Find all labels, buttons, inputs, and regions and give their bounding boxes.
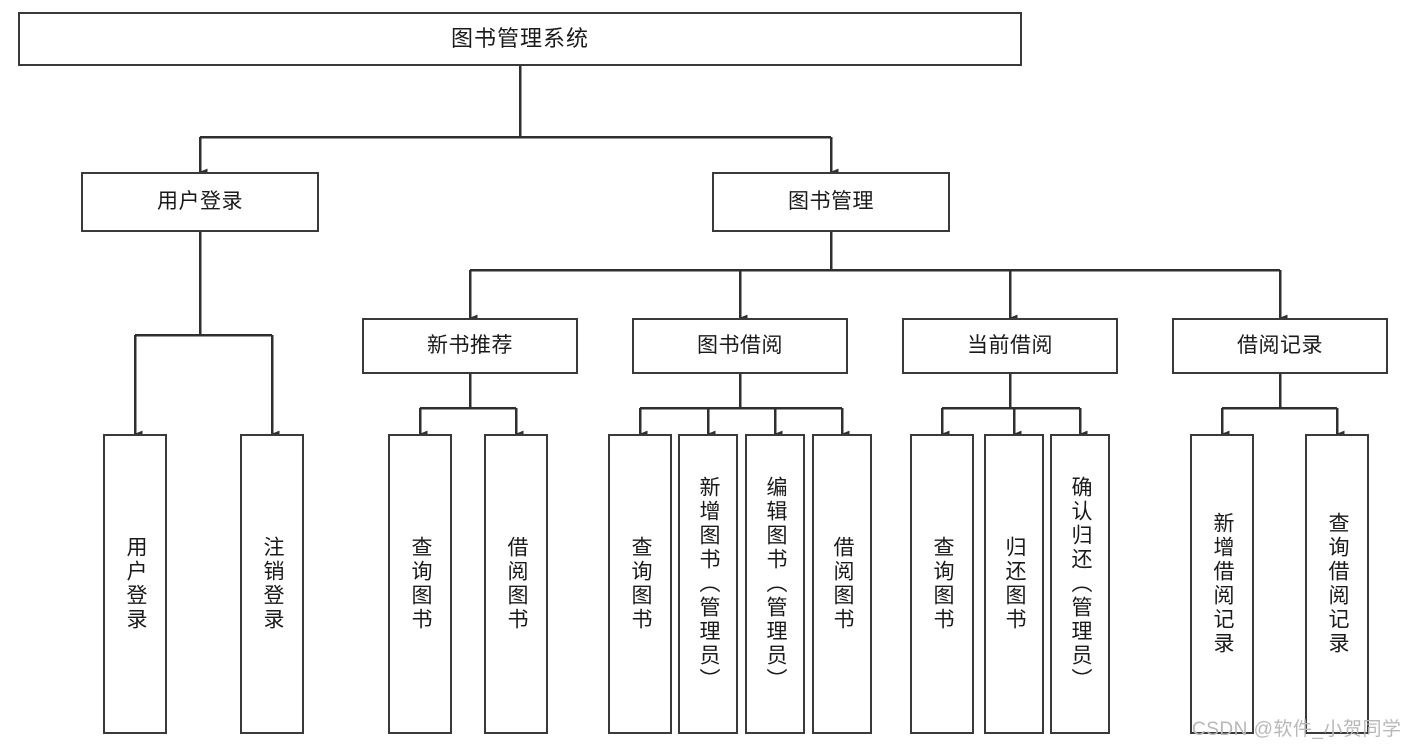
- node-label: 确认归还（管理员）: [1069, 476, 1093, 692]
- node-label: 用户登录: [157, 189, 243, 213]
- node-label: 查询图书: [931, 536, 955, 632]
- node-label: 归还图书: [1003, 536, 1027, 632]
- node-label: 图书借阅: [697, 333, 783, 357]
- node-leaf-query-book-3[interactable]: 查询图书: [910, 434, 974, 734]
- node-label: 借阅图书: [831, 536, 855, 632]
- node-label: 图书管理系统: [450, 26, 589, 52]
- node-new-book-rec[interactable]: 新书推荐: [362, 318, 578, 374]
- node-leaf-borrow-book-2[interactable]: 借阅图书: [812, 434, 872, 734]
- node-label: 新增借阅记录: [1211, 512, 1235, 656]
- node-leaf-query-record[interactable]: 查询借阅记录: [1305, 434, 1369, 734]
- node-leaf-query-book-1[interactable]: 查询图书: [388, 434, 452, 734]
- node-borrow-record[interactable]: 借阅记录: [1172, 318, 1388, 374]
- watermark: CSDN @软件_小贺同学: [1192, 719, 1402, 740]
- node-label: 用户登录: [124, 536, 148, 632]
- node-book-manage[interactable]: 图书管理: [712, 172, 950, 232]
- node-label: 当前借阅: [967, 333, 1053, 357]
- node-label: 新增图书（管理员）: [697, 476, 721, 692]
- node-label: 注销登录: [261, 536, 285, 632]
- node-leaf-confirm-return[interactable]: 确认归还（管理员）: [1050, 434, 1110, 734]
- node-label: 查询图书: [629, 536, 653, 632]
- node-leaf-borrow-book-1[interactable]: 借阅图书: [484, 434, 548, 734]
- node-leaf-return-book[interactable]: 归还图书: [984, 434, 1044, 734]
- node-label: 借阅记录: [1237, 333, 1323, 357]
- node-label: 编辑图书（管理员）: [764, 476, 788, 692]
- node-label: 新书推荐: [427, 333, 513, 357]
- node-user-login[interactable]: 用户登录: [81, 172, 319, 232]
- node-label: 图书管理: [788, 189, 874, 213]
- node-leaf-add-book[interactable]: 新增图书（管理员）: [678, 434, 738, 734]
- node-label: 借阅图书: [505, 536, 529, 632]
- node-leaf-user-login[interactable]: 用户登录: [103, 434, 167, 734]
- node-root[interactable]: 图书管理系统: [18, 12, 1022, 66]
- node-book-borrow[interactable]: 图书借阅: [632, 318, 848, 374]
- node-leaf-query-book-2[interactable]: 查询图书: [608, 434, 672, 734]
- node-leaf-user-logout[interactable]: 注销登录: [240, 434, 304, 734]
- node-label: 查询借阅记录: [1326, 512, 1350, 656]
- node-leaf-edit-book[interactable]: 编辑图书（管理员）: [745, 434, 805, 734]
- node-current-borrow[interactable]: 当前借阅: [902, 318, 1118, 374]
- node-leaf-add-record[interactable]: 新增借阅记录: [1190, 434, 1254, 734]
- node-label: 查询图书: [409, 536, 433, 632]
